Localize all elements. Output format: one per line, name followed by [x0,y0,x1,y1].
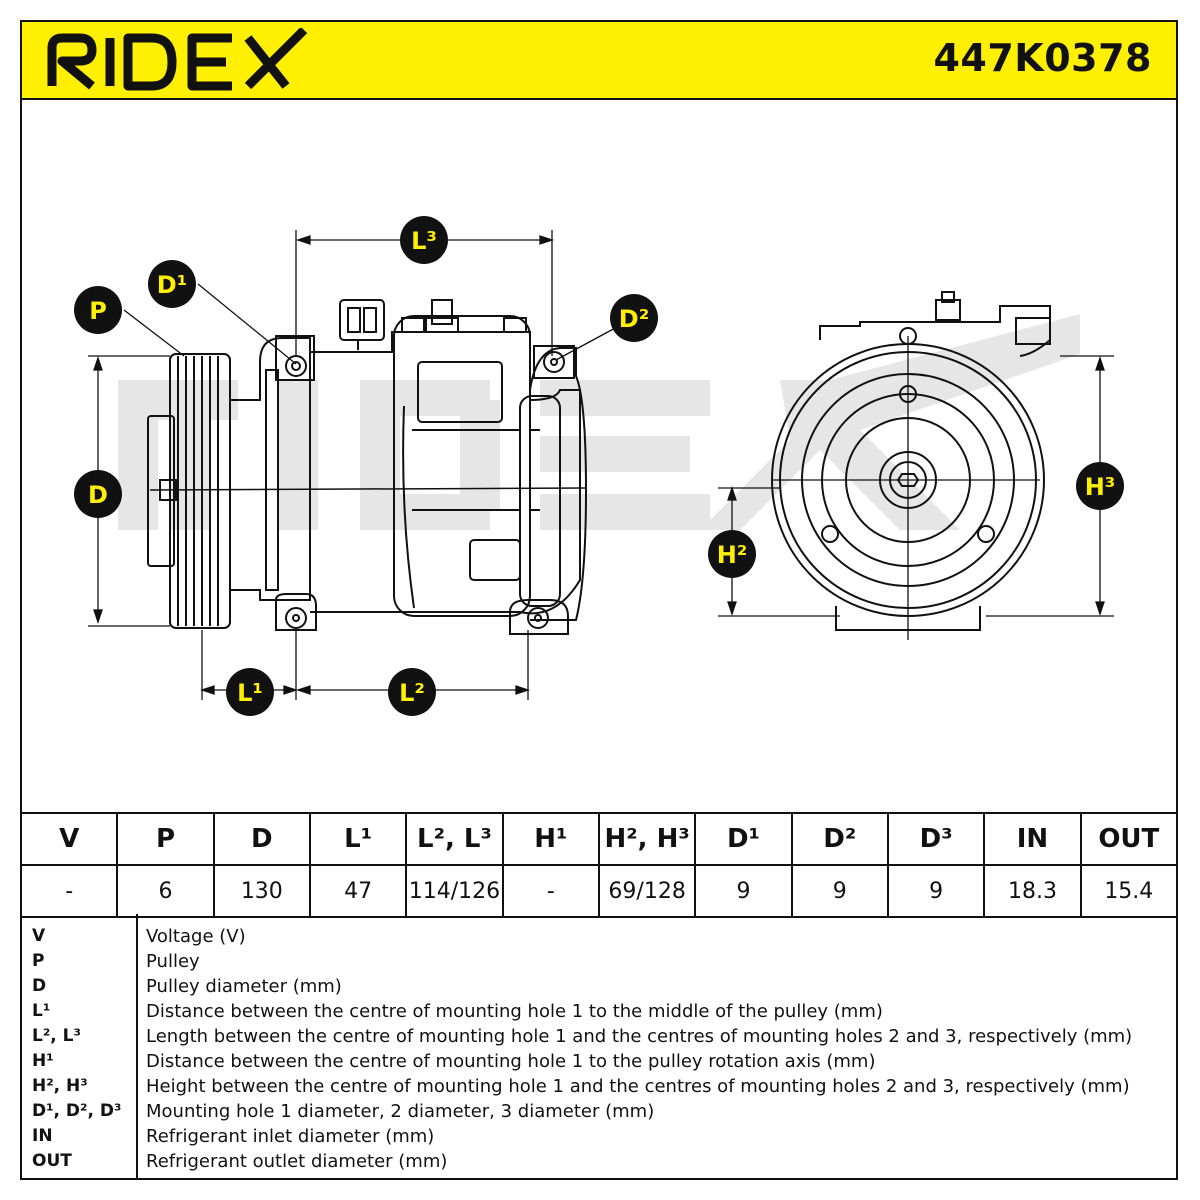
legend-row: H¹ Distance between the centre of mounti… [22,1049,1176,1074]
spec-value-cell: 6 [116,864,215,918]
spec-value-cell: 47 [308,864,408,918]
badge-L1: L¹ [226,668,274,716]
legend-desc: Pulley [146,951,200,972]
legend-key: V [32,926,46,946]
legend-desc: Height between the centre of mounting ho… [146,1076,1130,1097]
compressor-front-view [771,291,1051,640]
svg-text:D¹: D¹ [157,271,187,299]
spec-value-cell: 18.3 [983,864,1082,918]
legend-row: H², H³ Height between the centre of moun… [22,1074,1176,1099]
spec-header-cell: L¹ [308,812,408,866]
legend-divider [136,914,138,1178]
svg-text:L³: L³ [411,227,437,255]
spec-value-cell: 15.4 [1079,864,1179,918]
legend-row: P Pulley [22,949,1176,974]
legend-row: L¹ Distance between the centre of mounti… [22,999,1176,1024]
spec-header-cell: H², H³ [597,812,697,866]
spec-header-cell: D² [790,812,889,866]
spec-header-cell: D¹ [694,812,793,866]
legend-desc: Length between the centre of mounting ho… [146,1026,1133,1047]
svg-text:H³: H³ [1085,473,1116,501]
label-badges: P D¹ L³ D² D L¹ [74,216,1124,716]
legend-desc: Distance between the centre of mounting … [146,1001,883,1022]
legend-row: IN Refrigerant inlet diameter (mm) [22,1124,1176,1149]
badge-D: D [74,470,122,518]
badge-H2: H² [708,530,756,578]
legend-key: H¹ [32,1051,54,1071]
ridex-logo [47,26,308,91]
spec-value-cell: 69/128 [597,864,697,918]
legend-desc: Voltage (V) [146,926,246,947]
legend-row: D¹, D², D³ Mounting hole 1 diameter, 2 d… [22,1099,1176,1124]
compressor-side-view [147,299,588,635]
svg-text:D: D [88,481,108,509]
spec-header-cell: V [19,812,119,866]
svg-text:P: P [89,297,107,325]
spec-header-cell: P [116,812,215,866]
badge-L2: L² [388,668,436,716]
legend-key: L², L³ [32,1026,81,1046]
technical-drawing: P D¹ L³ D² D L¹ [20,100,1178,812]
spec-value-cell: 9 [886,864,986,918]
legend-desc: Mounting hole 1 diameter, 2 diameter, 3 … [146,1101,655,1122]
spec-header-cell: D³ [886,812,986,866]
legend-desc: Distance between the centre of mounting … [146,1051,876,1072]
badge-H3: H³ [1076,462,1124,510]
badge-L3: L³ [400,216,448,264]
spec-header-row: V P D L¹ L², L³ H¹ H², H³ D¹ D² D³ IN OU… [19,812,1179,866]
legend-desc: Pulley diameter (mm) [146,976,342,997]
spec-header-cell: IN [983,812,1082,866]
compressor-diagram: P D¹ L³ D² D L¹ [74,216,1124,716]
svg-text:L¹: L¹ [237,679,263,707]
legend-key: OUT [32,1151,72,1171]
spec-value-cell: 9 [790,864,889,918]
spec-value-cell: 130 [212,864,311,918]
badge-P: P [74,286,122,334]
legend-panel: V Voltage (V) P Pulley D Pulley diameter… [20,914,1178,1180]
legend-row: V Voltage (V) [22,924,1176,949]
spec-value-cell: - [501,864,600,918]
legend-row: L², L³ Length between the centre of moun… [22,1024,1176,1049]
svg-text:L²: L² [399,679,425,707]
svg-text:D²: D² [619,305,649,333]
legend-desc: Refrigerant inlet diameter (mm) [146,1126,435,1147]
legend-key: L¹ [32,1001,51,1021]
badge-D2: D² [610,294,658,342]
spec-header-cell: L², L³ [405,812,504,866]
spec-value-row: - 6 130 47 114/126 - 69/128 9 9 9 18.3 1… [19,864,1179,918]
legend-key: D¹, D², D³ [32,1101,122,1121]
legend-key: IN [32,1126,53,1146]
legend-desc: Refrigerant outlet diameter (mm) [146,1151,448,1172]
legend-key: P [32,951,45,971]
legend-key: H², H³ [32,1076,88,1096]
spec-header-cell: H¹ [501,812,600,866]
spec-header-cell: D [212,812,311,866]
header-bar: 447K0378 [20,20,1178,100]
svg-text:H²: H² [717,541,748,569]
legend-key: D [32,976,47,996]
spec-value-cell: 9 [694,864,793,918]
badge-D1: D¹ [148,260,196,308]
legend-row: D Pulley diameter (mm) [22,974,1176,999]
part-number: 447K0378 [933,36,1152,80]
spec-table: V P D L¹ L², L³ H¹ H², H³ D¹ D² D³ IN OU… [19,812,1179,918]
spec-header-cell: OUT [1079,812,1179,866]
legend-row: OUT Refrigerant outlet diameter (mm) [22,1149,1176,1174]
spec-value-cell: - [19,864,119,918]
spec-value-cell: 114/126 [405,864,504,918]
brand-logo [46,26,316,99]
